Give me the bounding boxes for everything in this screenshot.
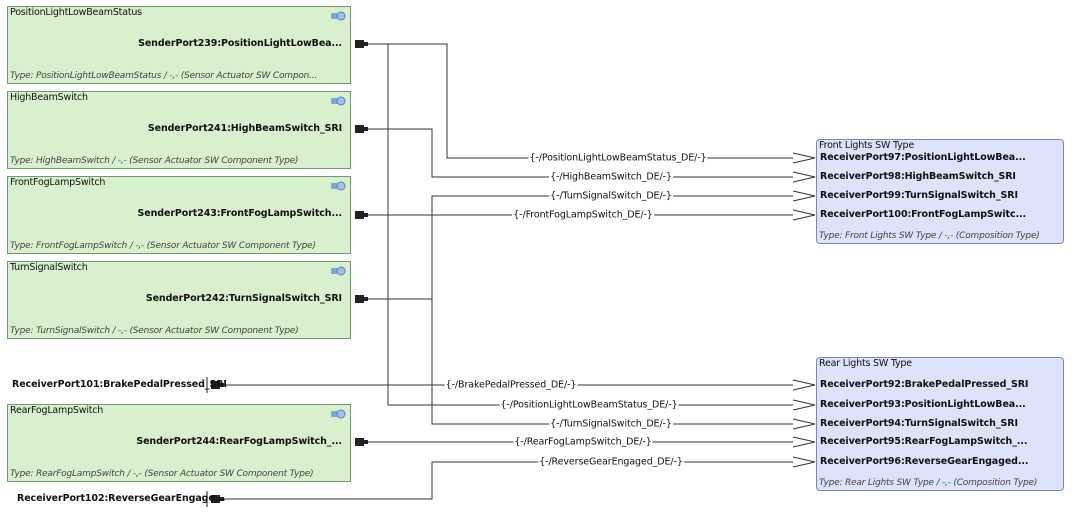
- receiver-port-96[interactable]: ReceiverPort96:ReverseGearEngaged...: [820, 456, 1029, 467]
- receiver-arrow-icon: [792, 171, 816, 183]
- receiver-arrow-icon: [792, 379, 816, 391]
- component-type-label: Type: TurnSignalSwitch / -,- (Sensor Act…: [10, 326, 299, 336]
- receiver-port-95[interactable]: ReceiverPort95:RearFogLampSwitch_...: [820, 436, 1028, 447]
- port-connector-icon[interactable]: [355, 438, 368, 446]
- receiver-port-94[interactable]: ReceiverPort94:TurnSignalSwitch_SRI: [820, 418, 1018, 429]
- connection-label[interactable]: {-/PositionLightLowBeamStatus_DE/-}: [499, 399, 679, 411]
- component-type-icon: [331, 266, 346, 276]
- receiver-arrow-icon: [792, 436, 816, 448]
- connection-label[interactable]: {-/TurnSignalSwitch_DE/-}: [549, 418, 673, 430]
- component-turnsignalswitch[interactable]: TurnSignalSwitch SenderPort242:TurnSigna…: [7, 261, 351, 339]
- port-connector-icon[interactable]: [355, 125, 368, 133]
- component-name: HighBeamSwitch: [10, 92, 88, 103]
- connection-label[interactable]: {-/FrontFogLampSwitch_DE/-}: [512, 209, 654, 221]
- connection-label[interactable]: {-/RearFogLampSwitch_DE/-}: [513, 436, 653, 448]
- composition-front-lights[interactable]: Front Lights SW Type ReceiverPort97:Posi…: [816, 139, 1064, 244]
- component-name: PositionLightLowBeamStatus: [10, 7, 142, 18]
- receiver-port-93[interactable]: ReceiverPort93:PositionLightLowBea...: [820, 399, 1026, 410]
- receiver-arrow-icon: [792, 456, 816, 468]
- receiver-port-92[interactable]: ReceiverPort92:BrakePedalPressed_SRI: [820, 379, 1029, 390]
- composition-type-label: Type: Rear Lights SW Type / -,- (Composi…: [819, 478, 1038, 488]
- component-type-icon: [331, 96, 346, 106]
- receiver-arrow-icon: [792, 152, 816, 164]
- sender-port-label: SenderPort242:TurnSignalSwitch_SRI: [145, 293, 342, 304]
- component-type-label: Type: PositionLightLowBeamStatus / -,- (…: [10, 71, 318, 81]
- sender-port-label: SenderPort239:PositionLightLowBea...: [138, 38, 342, 49]
- component-type-label: Type: HighBeamSwitch / -,- (Sensor Actua…: [10, 156, 299, 166]
- composition-title: Rear Lights SW Type: [819, 358, 912, 369]
- wire-positionlight-front[interactable]: [366, 43, 793, 159]
- component-type-icon: [331, 181, 346, 191]
- composition-title: Front Lights SW Type: [819, 140, 914, 151]
- component-highbeamswitch[interactable]: HighBeamSwitch SenderPort241:HighBeamSwi…: [7, 91, 351, 169]
- receiver-arrow-icon: [792, 399, 816, 411]
- component-name: TurnSignalSwitch: [10, 262, 88, 273]
- connection-label[interactable]: {-/HighBeamSwitch_DE/-}: [549, 171, 673, 183]
- component-frontfoglampswitch[interactable]: FrontFogLampSwitch SenderPort243:FrontFo…: [7, 176, 351, 254]
- composition-type-label: Type: Front Lights SW Type / -,- (Compos…: [819, 231, 1040, 241]
- connection-label[interactable]: {-/PositionLightLowBeamStatus_DE/-}: [528, 152, 708, 164]
- composition-rear-lights[interactable]: Rear Lights SW Type ReceiverPort92:Brake…: [816, 357, 1064, 491]
- receiver-port-98[interactable]: ReceiverPort98:HighBeamSwitch_SRI: [820, 171, 1016, 182]
- component-name: FrontFogLampSwitch: [10, 177, 106, 188]
- wire-positionlight-rear[interactable]: [387, 44, 793, 406]
- receiver-port-100[interactable]: ReceiverPort100:FrontFogLampSwitc...: [820, 209, 1027, 220]
- receiver-arrow-icon: [792, 418, 816, 430]
- external-port-reversegear[interactable]: ReceiverPort102:ReverseGearEngage...: [17, 493, 226, 504]
- component-type-icon: [331, 11, 346, 21]
- component-type-icon: [331, 409, 346, 419]
- sender-port-label: SenderPort244:RearFogLampSwitch_...: [136, 436, 342, 447]
- component-rearfoglampswitch[interactable]: RearFogLampSwitch SenderPort244:RearFogL…: [7, 404, 351, 482]
- component-positionlightlowbeamstatus[interactable]: PositionLightLowBeamStatus SenderPort239…: [7, 6, 351, 84]
- receiver-arrow-icon: [792, 209, 816, 221]
- port-connector-icon[interactable]: [355, 211, 368, 219]
- external-port-brakepedal[interactable]: ReceiverPort101:BrakePedalPressed_SRI: [12, 379, 227, 390]
- receiver-arrow-icon: [792, 190, 816, 202]
- receiver-port-97[interactable]: ReceiverPort97:PositionLightLowBea...: [820, 152, 1026, 163]
- sender-port-label: SenderPort241:HighBeamSwitch_SRI: [147, 123, 342, 134]
- sender-port-label: SenderPort243:FrontFogLampSwitch...: [137, 208, 343, 219]
- receiver-port-99[interactable]: ReceiverPort99:TurnSignalSwitch_SRI: [820, 190, 1018, 201]
- connection-label[interactable]: {-/ReverseGearEngaged_DE/-}: [538, 456, 684, 468]
- port-connector-icon[interactable]: [355, 40, 368, 48]
- connection-label[interactable]: {-/TurnSignalSwitch_DE/-}: [549, 190, 673, 202]
- port-connector-icon[interactable]: [206, 491, 224, 507]
- component-name: RearFogLampSwitch: [10, 405, 104, 416]
- component-type-label: Type: RearFogLampSwitch / -,- (Sensor Ac…: [10, 469, 314, 479]
- port-connector-icon[interactable]: [206, 377, 224, 393]
- component-type-label: Type: FrontFogLampSwitch / -,- (Sensor A…: [10, 241, 316, 251]
- connection-label[interactable]: {-/BrakePedalPressed_DE/-}: [444, 379, 578, 391]
- port-connector-icon[interactable]: [355, 295, 368, 303]
